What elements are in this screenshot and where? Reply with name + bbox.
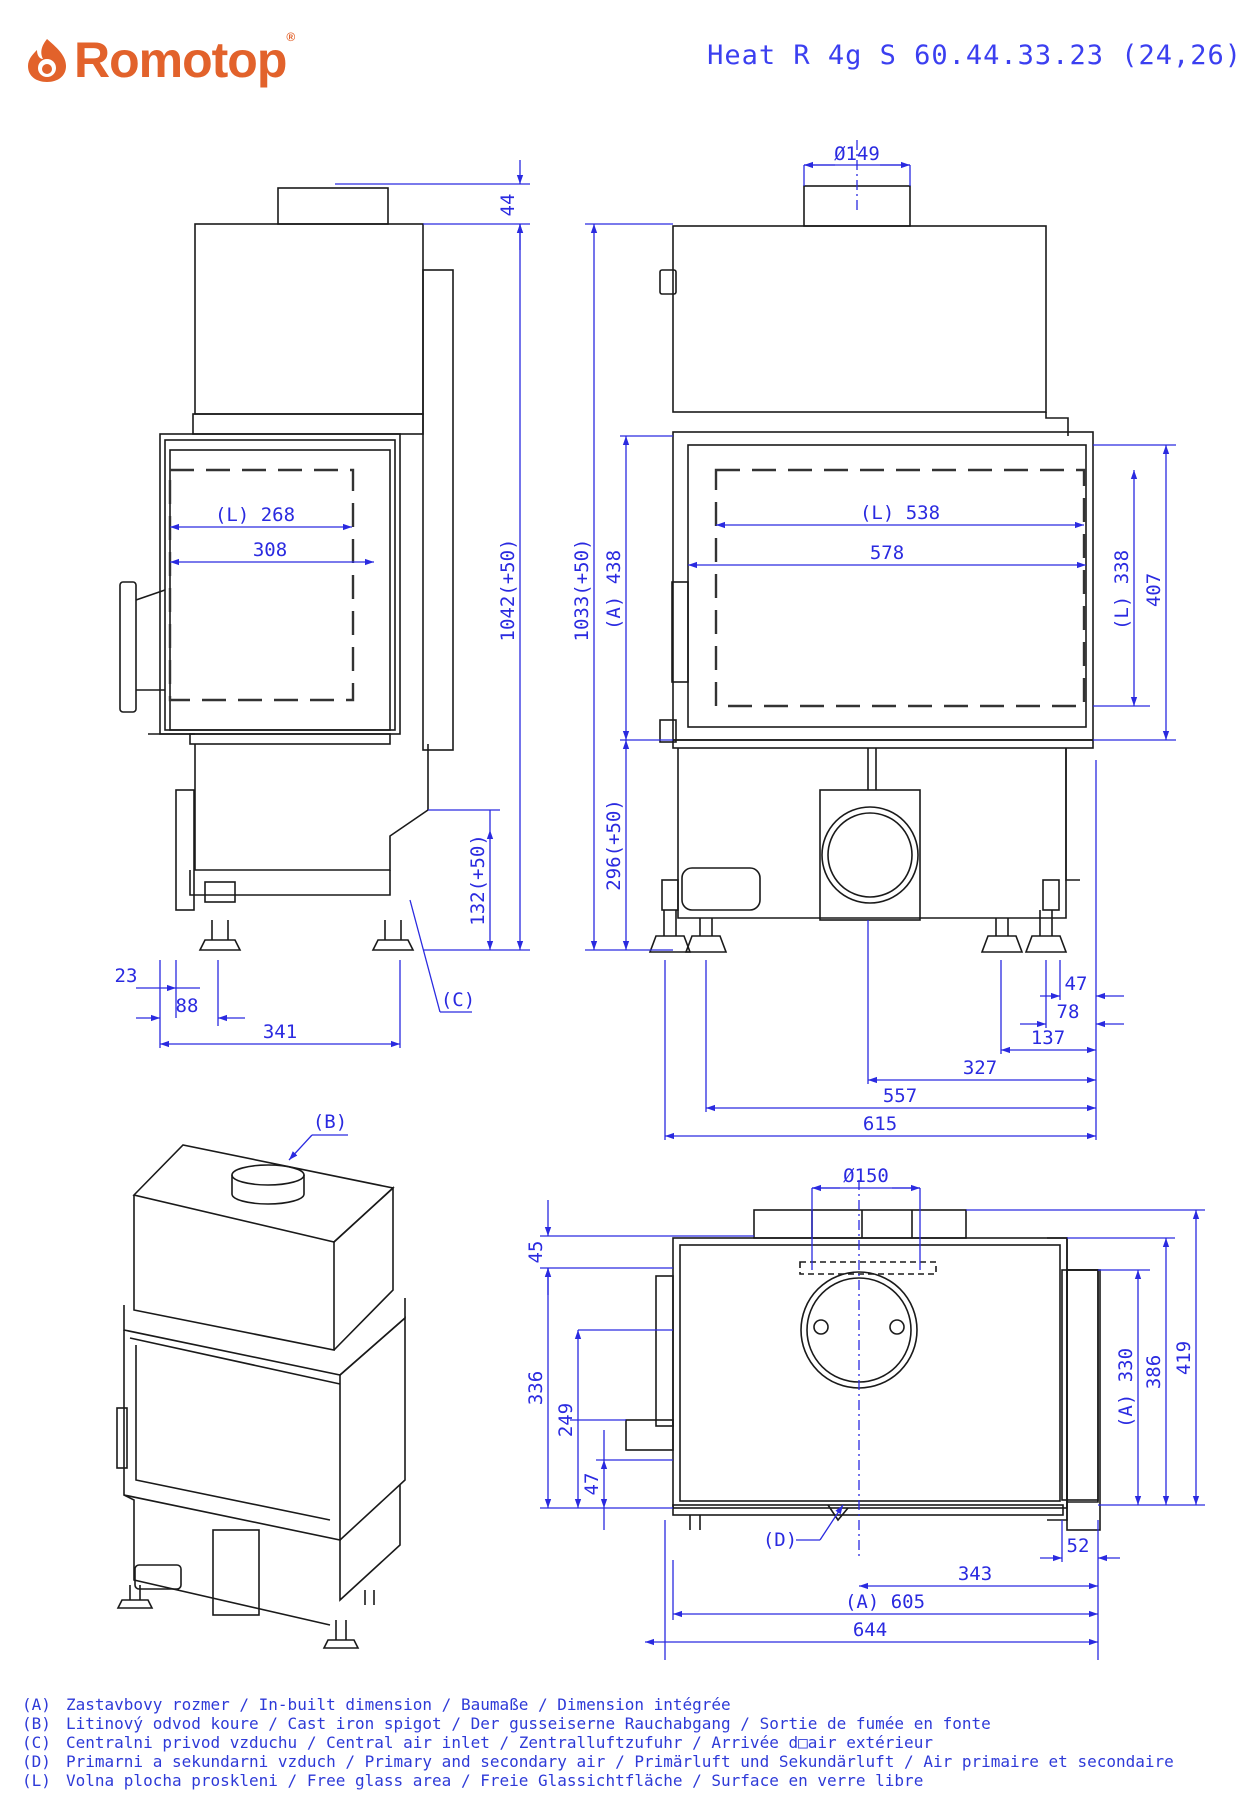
top-view bbox=[625, 1209, 1101, 1531]
dim-78: 78 bbox=[1057, 1001, 1080, 1023]
legend-item: (L) Volna plocha proskleni / Free glass a… bbox=[22, 1771, 1174, 1790]
registered-mark: ® bbox=[286, 30, 295, 44]
dim-343: 343 bbox=[958, 1563, 992, 1585]
isometric-view bbox=[116, 1144, 406, 1649]
dim-557: 557 bbox=[883, 1085, 917, 1107]
dim-47: 47 bbox=[1065, 973, 1088, 995]
dim-A-605: (A) 605 bbox=[845, 1591, 925, 1613]
dim-308: 308 bbox=[253, 539, 287, 561]
brand-wordmark: Romotop bbox=[74, 32, 287, 88]
dim-L-538: (L) 538 bbox=[860, 502, 940, 524]
technical-drawing: 44 1042(+50) (L) 268 308 132(+50) 23 88 … bbox=[115, 140, 1205, 1660]
dim-diam-149: Ø149 bbox=[834, 143, 880, 165]
side-glass-area bbox=[168, 468, 355, 702]
dim-23: 23 bbox=[115, 965, 138, 987]
legend-item: (D) Primarni a sekundarni vzduch / Primar… bbox=[22, 1752, 1174, 1771]
legend-item: (A) Zastavbovy rozmer / In-built dimensio… bbox=[22, 1695, 1174, 1714]
callout-C: (C) bbox=[441, 989, 475, 1011]
dim-327: 327 bbox=[963, 1057, 997, 1079]
dim-47b: 47 bbox=[581, 1473, 603, 1496]
dim-44: 44 bbox=[497, 194, 519, 217]
dim-132: 132(+50) bbox=[467, 834, 489, 926]
dim-A-330: (A) 330 bbox=[1115, 1348, 1137, 1428]
legend-text: Centralni privod vzduchu / Central air i… bbox=[66, 1733, 933, 1752]
dim-1033: 1033(+50) bbox=[571, 539, 593, 642]
front-view bbox=[648, 185, 1094, 953]
legend-key: (C) bbox=[22, 1733, 51, 1752]
legend-item: (C) Centralni privod vzduchu / Central ai… bbox=[22, 1733, 1174, 1752]
top-dimensions bbox=[540, 1180, 1205, 1660]
brand-name: Romotop® bbox=[74, 31, 295, 88]
callout-B: (B) bbox=[313, 1111, 347, 1133]
dim-336: 336 bbox=[525, 1371, 547, 1405]
legend-text: Litinový odvod koure / Cast iron spigot … bbox=[66, 1714, 991, 1733]
dim-296: 296(+50) bbox=[603, 799, 625, 891]
iso-callout bbox=[288, 1134, 348, 1161]
dim-419: 419 bbox=[1173, 1341, 1195, 1375]
dim-88: 88 bbox=[176, 995, 199, 1017]
dim-578: 578 bbox=[870, 542, 904, 564]
side-view bbox=[119, 187, 454, 951]
legend-text: Volna plocha proskleni / Free glass area… bbox=[66, 1771, 924, 1790]
dim-386: 386 bbox=[1143, 1355, 1165, 1389]
model-title: Heat R 4g S 60.44.33.23 (24,26) bbox=[707, 40, 1242, 71]
legend-item: (B) Litinový odvod koure / Cast iron spig… bbox=[22, 1714, 1174, 1733]
dim-407: 407 bbox=[1143, 573, 1165, 607]
legend-key: (A) bbox=[22, 1695, 51, 1714]
legend-text: Zastavbovy rozmer / In-built dimension /… bbox=[66, 1695, 731, 1714]
dim-L-268: (L) 268 bbox=[215, 504, 295, 526]
legend-key: (L) bbox=[22, 1771, 51, 1790]
side-dimensions bbox=[136, 160, 530, 1048]
front-glass-area bbox=[714, 468, 1086, 708]
flame-icon bbox=[28, 39, 66, 82]
dim-137: 137 bbox=[1031, 1027, 1065, 1049]
brand-logo: Romotop® bbox=[26, 30, 295, 90]
dim-45: 45 bbox=[525, 1241, 547, 1264]
dim-L-338: (L) 338 bbox=[1111, 550, 1133, 630]
dimension-labels: 44 1042(+50) (L) 268 308 132(+50) 23 88 … bbox=[115, 143, 1195, 1641]
dim-615: 615 bbox=[863, 1113, 897, 1135]
dim-52: 52 bbox=[1067, 1535, 1090, 1557]
dim-diam-150: Ø150 bbox=[843, 1165, 889, 1187]
dim-341: 341 bbox=[263, 1021, 297, 1043]
front-dimensions bbox=[585, 140, 1176, 1140]
legend-key: (B) bbox=[22, 1714, 51, 1733]
dim-1042: 1042(+50) bbox=[497, 539, 519, 642]
legend-key: (D) bbox=[22, 1752, 51, 1771]
legend: (A) Zastavbovy rozmer / In-built dimensio… bbox=[22, 1695, 1174, 1790]
dim-A-438: (A) 438 bbox=[603, 550, 625, 630]
dim-249: 249 bbox=[555, 1403, 577, 1437]
callout-D: (D) bbox=[763, 1529, 797, 1551]
dim-644: 644 bbox=[853, 1619, 887, 1641]
legend-text: Primarni a sekundarni vzduch / Primary a… bbox=[66, 1752, 1174, 1771]
